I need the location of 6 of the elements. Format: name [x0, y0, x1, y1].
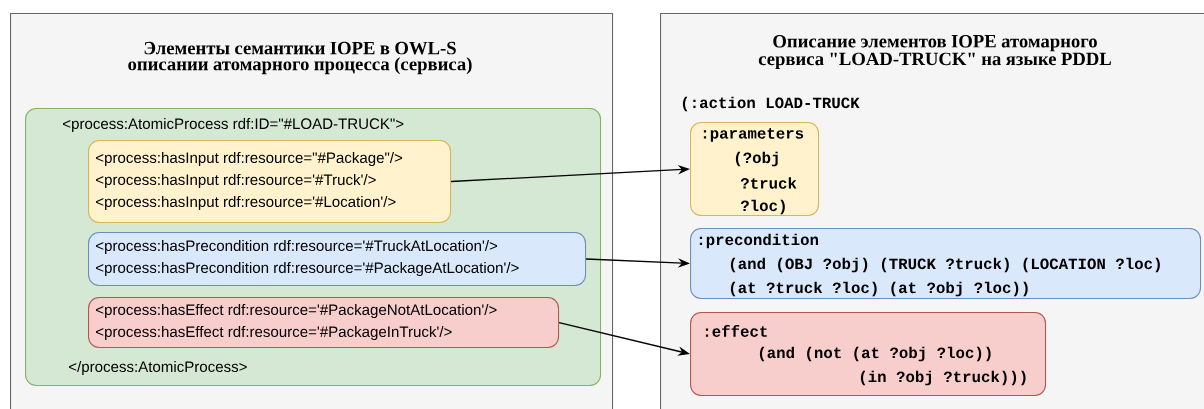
code-box: <process:hasInput rdf:resource="#Package"/> <process:hasInput rdf:resource='#Truck'/> <process:hasInput rdf:resource='#Location'/>: [88, 140, 452, 224]
code-box: :parameters (?obj ?truck ?loc): [690, 122, 820, 217]
code-box: <process:hasEffect rdf:resource='#PackageNotAtLocation'/> <process:hasEffect rdf:resource='#PackageInTruck'/>: [88, 297, 560, 349]
code-box: :precondition (and (OBJ ?obj) (TRUCK ?truck) (LOCATION ?loc) (at ?truck ?loc) (at ?obj ?loc)): [690, 228, 1202, 300]
code-box: :effect (and (not (at ?obj ?loc)) (in ?obj ?truck))): [690, 312, 1047, 397]
code-box: <process:hasPrecondition rdf:resource='#TruckAtLocation'/> <process:hasPrecondition rdf:resource='#PackageAtLocation'/>: [88, 232, 587, 287]
